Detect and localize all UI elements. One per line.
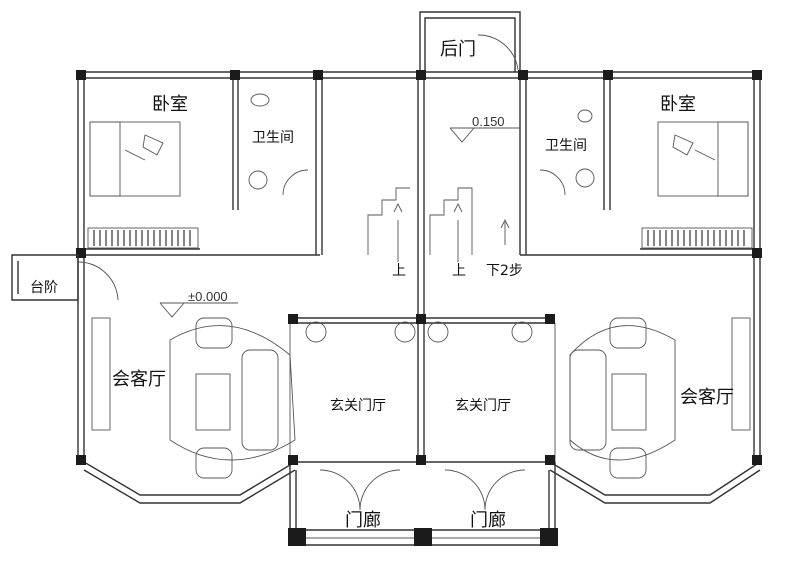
bathroom-right-label: 卫生间 bbox=[545, 138, 587, 154]
bathroom-left-label: 卫生间 bbox=[252, 130, 294, 146]
stair-up-mid-label: 上 bbox=[452, 263, 466, 279]
porch-left-label: 门廊 bbox=[345, 510, 381, 531]
living-left-label: 会客厅 bbox=[112, 369, 166, 390]
level-marker-ground bbox=[159, 302, 238, 318]
bedroom-left-label: 卧室 bbox=[152, 94, 188, 115]
bathroom-fixtures-right bbox=[539, 109, 595, 196]
bed-left bbox=[89, 121, 181, 197]
living-right-label: 会客厅 bbox=[680, 387, 734, 408]
wardrobe-left bbox=[87, 227, 199, 249]
columns bbox=[76, 70, 762, 546]
bed-right bbox=[657, 121, 749, 197]
back-door-label: 后门 bbox=[440, 39, 476, 60]
entry-steps bbox=[11, 254, 119, 301]
foyer-right-label: 玄关门厅 bbox=[455, 397, 511, 414]
sofa-group-left bbox=[169, 317, 296, 479]
sofa-group-right bbox=[569, 317, 676, 479]
interior-walls bbox=[84, 78, 754, 463]
wardrobe-right bbox=[641, 227, 753, 249]
stair-up-left-label: 上 bbox=[392, 263, 406, 279]
foyer-left-label: 玄关门厅 bbox=[330, 397, 386, 414]
porch-right-label: 门廊 bbox=[470, 510, 506, 531]
exterior-walls bbox=[77, 11, 761, 546]
steps-label: 台阶 bbox=[30, 280, 58, 296]
ground-level-label: ±0.000 bbox=[188, 289, 228, 304]
foyer-doors bbox=[319, 34, 526, 511]
bathroom-fixtures-left bbox=[248, 93, 309, 196]
tv-units bbox=[91, 317, 751, 431]
raised-level-label: 0.150 bbox=[472, 114, 505, 129]
stairs bbox=[367, 187, 510, 262]
bedroom-right-label: 卧室 bbox=[660, 94, 696, 115]
planters bbox=[305, 321, 533, 343]
level-marker-raised bbox=[449, 127, 520, 143]
stair-down-label: 下2步 bbox=[486, 263, 523, 279]
